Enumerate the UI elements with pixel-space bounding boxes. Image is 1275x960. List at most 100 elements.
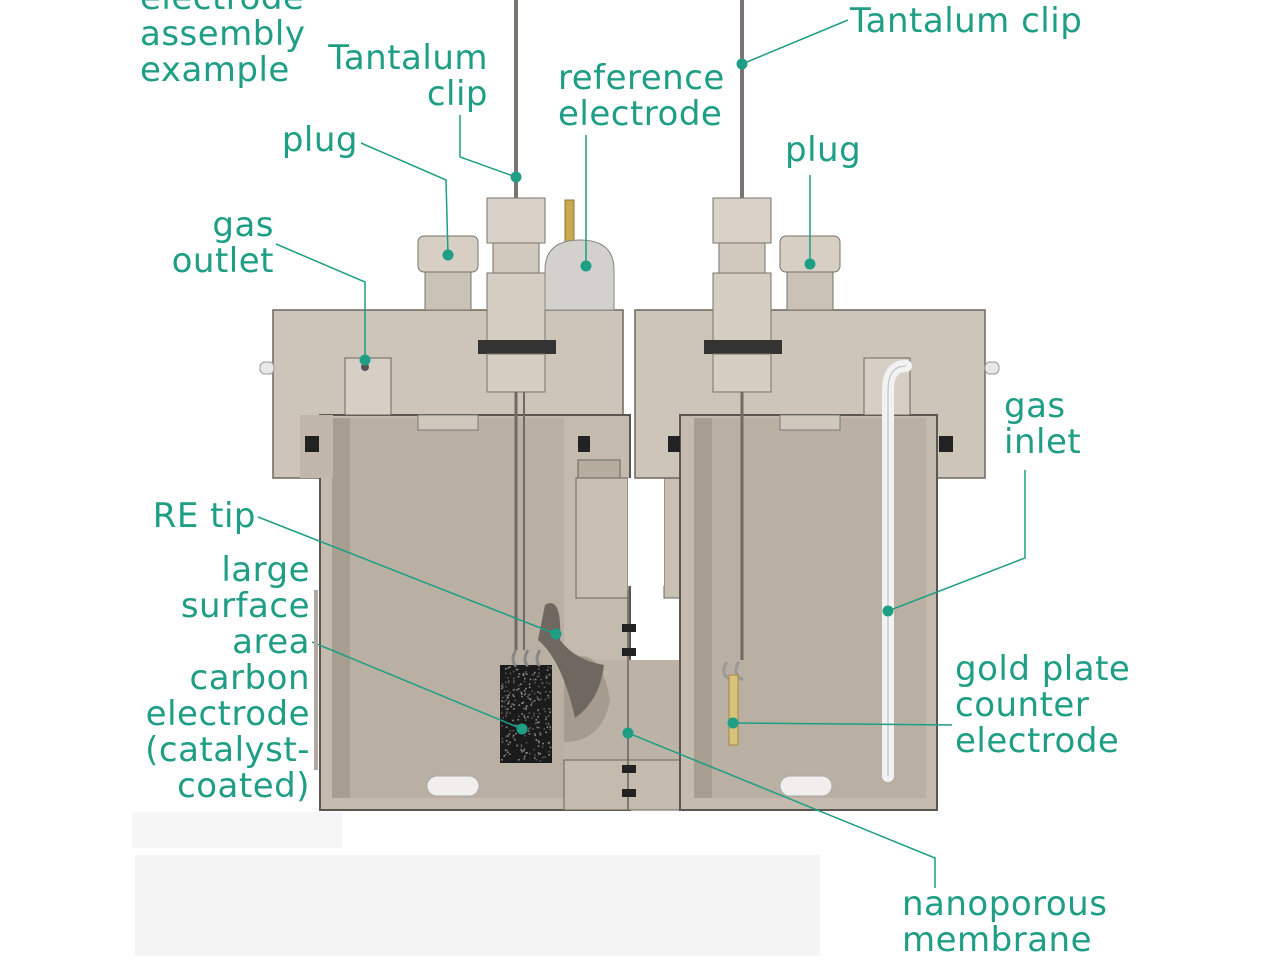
label-gas-inlet: gas inlet bbox=[1004, 388, 1081, 460]
leader-gas-outlet bbox=[275, 243, 366, 360]
carbon-speckle bbox=[507, 703, 509, 705]
carbon-speckle bbox=[507, 735, 509, 737]
carbon-speckle bbox=[524, 693, 526, 696]
carbon-speckle bbox=[513, 680, 515, 682]
carbon-speckle bbox=[524, 755, 526, 758]
dot-tantalum-right bbox=[736, 58, 748, 70]
carbon-speckle bbox=[539, 733, 542, 736]
carbon-speckle bbox=[510, 705, 512, 708]
carbon-speckle bbox=[533, 712, 535, 715]
carbon-speckle bbox=[535, 719, 538, 721]
carbon-line-2: surface bbox=[180, 586, 310, 626]
carbon-speckle bbox=[505, 686, 507, 688]
carbon-speckle bbox=[529, 727, 531, 729]
gold-line-2: counter bbox=[955, 685, 1090, 725]
carbon-speckle bbox=[533, 757, 536, 759]
carbon-speckle bbox=[548, 673, 551, 676]
carbon-speckle bbox=[503, 690, 506, 692]
carbon-speckle bbox=[501, 712, 503, 714]
carbon-speckle bbox=[524, 692, 527, 695]
carbon-speckle bbox=[548, 723, 550, 726]
carbon-speckle bbox=[505, 735, 508, 738]
carbon-speckle bbox=[538, 675, 540, 677]
carbon-speckle bbox=[525, 719, 527, 721]
gas-outlet-line-2: outlet bbox=[171, 241, 274, 281]
carbon-speckle bbox=[542, 742, 544, 745]
carbon-speckle bbox=[536, 726, 538, 729]
carbon-speckle bbox=[512, 670, 515, 673]
label-gold-plate-counter-electrode: gold plate counter electrode bbox=[955, 651, 1130, 759]
gas-inlet-tube-edge bbox=[887, 365, 907, 776]
right-holder-collar bbox=[704, 340, 782, 354]
carbon-speckle bbox=[538, 672, 540, 674]
carbon-speckle bbox=[538, 699, 540, 701]
carbon-speckle bbox=[545, 718, 547, 721]
left-lid-step bbox=[577, 459, 621, 479]
carbon-speckle bbox=[523, 689, 526, 692]
right-cavity-shade bbox=[694, 418, 712, 798]
bridge-clamp-4 bbox=[622, 789, 636, 797]
carbon-speckle bbox=[545, 731, 547, 734]
bridge-upper bbox=[575, 477, 629, 599]
carbon-speckle bbox=[507, 696, 509, 699]
carbon-speckle bbox=[502, 686, 504, 688]
carbon-speckle bbox=[528, 733, 531, 735]
dot-carbon bbox=[516, 723, 528, 735]
carbon-speckle bbox=[515, 724, 517, 727]
carbon-speckle bbox=[528, 728, 530, 730]
carbon-speckle bbox=[541, 746, 544, 748]
carbon-speckle bbox=[524, 672, 527, 674]
carbon-speckle bbox=[508, 733, 511, 735]
carbon-speckle bbox=[527, 716, 529, 718]
carbon-speckle bbox=[526, 695, 529, 698]
carbon-speckle bbox=[537, 740, 540, 742]
plug-right-line-1: plug bbox=[785, 130, 862, 170]
carbon-speckle bbox=[524, 707, 526, 710]
carbon-speckle bbox=[546, 675, 548, 677]
carbon-speckle bbox=[518, 673, 521, 675]
carbon-speckle bbox=[545, 677, 548, 679]
left-holder-collar bbox=[478, 340, 556, 354]
carbon-speckle bbox=[509, 672, 512, 675]
right-holder-neck bbox=[718, 242, 766, 274]
right-electrode-holder bbox=[704, 0, 782, 746]
carbon-label-bracket bbox=[314, 590, 318, 770]
carbon-speckle bbox=[513, 704, 515, 706]
carbon-speckle bbox=[539, 760, 542, 762]
carbon-speckle bbox=[505, 672, 507, 675]
carbon-speckle bbox=[536, 675, 539, 678]
carbon-speckle bbox=[507, 743, 510, 746]
carbon-speckle bbox=[502, 696, 504, 699]
carbon-speckle bbox=[538, 741, 540, 744]
carbon-speckle bbox=[511, 703, 514, 705]
carbon-speckle bbox=[533, 692, 536, 695]
carbon-speckle bbox=[506, 711, 508, 713]
dot-reference bbox=[580, 260, 592, 272]
left-lid-recess bbox=[417, 414, 479, 431]
carbon-speckle bbox=[520, 683, 522, 686]
carbon-speckle bbox=[544, 710, 546, 713]
dot-membrane bbox=[622, 727, 634, 739]
carbon-speckle bbox=[534, 682, 536, 684]
carbon-speckle bbox=[508, 680, 510, 682]
carbon-speckle bbox=[508, 700, 510, 702]
carbon-speckle bbox=[516, 724, 518, 727]
carbon-speckle bbox=[503, 755, 506, 757]
carbon-speckle bbox=[543, 728, 546, 730]
carbon-speckle bbox=[548, 682, 551, 685]
tantalum-left-line-1: Tantalum bbox=[328, 38, 488, 78]
carbon-speckle bbox=[521, 693, 523, 695]
carbon-speckle bbox=[547, 696, 550, 699]
carbon-speckle bbox=[538, 668, 540, 670]
carbon-speckle bbox=[520, 745, 522, 748]
dot-gold bbox=[727, 717, 739, 729]
bridge-notch bbox=[628, 478, 664, 586]
carbon-speckle bbox=[525, 670, 527, 673]
carbon-speckle bbox=[521, 702, 523, 704]
carbon-speckle bbox=[548, 754, 550, 756]
label-tantalum-clip-left: Tantalum clip bbox=[320, 40, 488, 112]
carbon-speckle bbox=[506, 690, 509, 692]
carbon-speckle bbox=[507, 701, 510, 704]
carbon-speckle bbox=[512, 736, 514, 738]
left-holder-neck bbox=[492, 242, 540, 274]
